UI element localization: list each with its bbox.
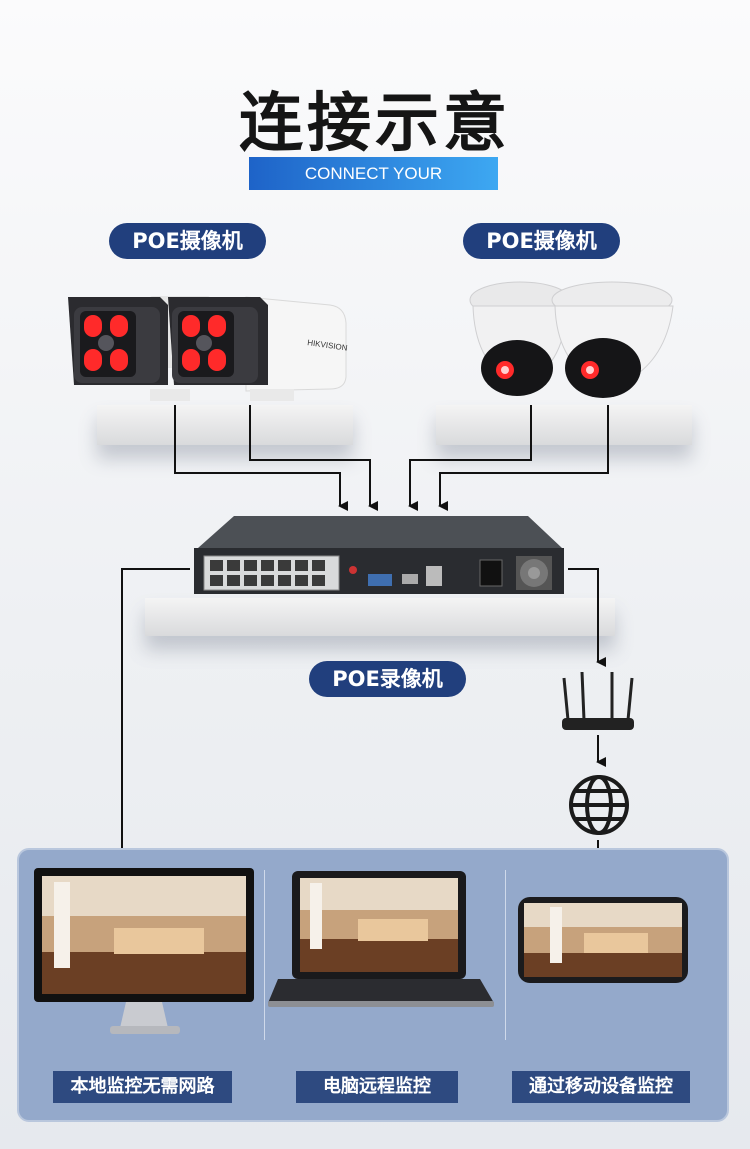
laptop-device [268,871,494,1007]
panel-divider-1 [264,870,265,1040]
client-caption-pc: 电脑远程监控 [296,1071,458,1103]
page-title: 连接示意 [239,87,511,161]
globe-icon [569,775,629,835]
poe-recorder [194,516,564,594]
panel-divider-2 [505,870,506,1040]
camera-left-platform [97,405,353,445]
monitor-device [34,868,254,1034]
page-subtitle: CONNECT YOUR [249,157,498,190]
client-caption-local: 本地监控无需网路 [53,1071,232,1103]
dome-cameras [469,281,674,398]
router-icon [562,671,634,730]
bullet-camera-2 [168,296,347,401]
bullet-cameras: HIKVISION [68,296,348,401]
client-caption-mobile: 通过移动设备监控 [512,1071,690,1103]
camera-right-label: POE摄像机 [463,223,620,259]
camera-right-platform [436,405,692,445]
recorder-label: POE录像机 [309,661,466,697]
dome-camera-2 [551,281,674,398]
recorder-platform [145,598,615,636]
camera-left-label: POE摄像机 [109,223,266,259]
poe-ports [210,560,325,586]
phone-device [518,897,688,983]
